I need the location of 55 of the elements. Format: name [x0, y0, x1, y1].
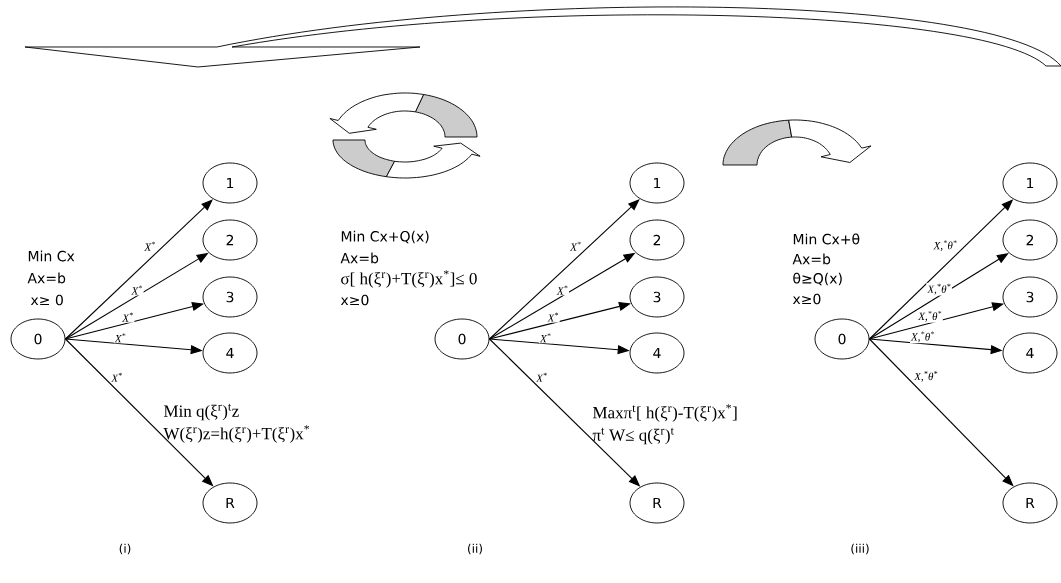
edge-label: X,$^{*}$θ$^{*}$ — [917, 310, 943, 323]
ellipse-node: R — [629, 482, 685, 524]
formula-text: x≥ 0 — [30, 294, 63, 306]
ellipse-node: 2 — [1002, 219, 1058, 261]
edge-label: X,$^{*}$θ$^{*}$ — [926, 282, 952, 296]
panel-label: (ii) — [468, 543, 482, 555]
formula-text: x≥0 — [792, 293, 821, 305]
ellipse-node: 3 — [202, 276, 258, 318]
ellipse-node: 1 — [1002, 162, 1058, 204]
edge-label: X$^{*}$ — [569, 240, 583, 252]
ellipse-node: 4 — [202, 332, 258, 374]
formula-text: Ax=b — [340, 252, 379, 264]
ellipse-node: 3 — [1002, 276, 1058, 318]
ellipse-node: R — [202, 482, 258, 524]
ellipse-node: 1 — [202, 162, 258, 204]
edge-label: X$^{*}$ — [535, 371, 549, 383]
edge-label: X$^{*}$ — [555, 284, 569, 296]
ellipse-node: 0 — [814, 318, 870, 360]
edge-label: X$^{*}$ — [110, 371, 124, 383]
edge-label: X,$^{*}$θ$^{*}$ — [932, 239, 959, 252]
edge-label: X,$^{*}$θ$^{*}$ — [910, 330, 936, 344]
ellipse-node: 1 — [629, 162, 685, 204]
formula-text: Ax=b — [792, 253, 831, 265]
formula-text: Maxπ$^{t}$[ h(ξ$^{r}$)-T(ξ$^{r}$)x$^{*}$] — [592, 404, 737, 422]
arrow — [64, 302, 204, 340]
arrow — [488, 199, 640, 340]
ellipse-node: 0 — [434, 318, 490, 360]
ellipse-node: 2 — [629, 219, 685, 261]
formula-text: Min q(ξ$^{r}$)$^{t}$z — [163, 403, 239, 421]
formula-text: x≥0 — [340, 294, 369, 306]
edge-label: X$^{*}$ — [121, 311, 135, 323]
edge-label: X,$^{*}$θ$^{*}$ — [913, 370, 939, 383]
panel-label: (iii) — [851, 543, 869, 555]
edge-label: X$^{*}$ — [113, 332, 127, 344]
ellipse-node: 3 — [629, 276, 685, 318]
edge-label: X$^{*}$ — [143, 240, 157, 252]
panel-label: (i) — [119, 543, 131, 555]
edge-label: X$^{*}$ — [546, 311, 560, 323]
formula-text: σ[ h(ξ$^{r}$)+T(ξ$^{r}$)x$^{*}$]≤ 0 — [341, 270, 477, 288]
formula-text: π$^{t}$ W≤ q(ξ$^{r}$)$^{t}$ — [592, 427, 674, 445]
ellipse-node: 2 — [202, 219, 258, 261]
ellipse-node: 4 — [629, 332, 685, 374]
formula-text: Min Cx+θ — [793, 233, 860, 245]
formula-text: Ax=b — [27, 272, 66, 284]
formula-text: Min Cx+Q(x) — [341, 230, 429, 244]
edge-label: X$^{*}$ — [130, 284, 144, 296]
arrow — [868, 253, 1009, 340]
ellipse-node: R — [1002, 482, 1058, 524]
formula-text: θ≥Q(x) — [793, 272, 842, 286]
ellipse-node: 4 — [1002, 332, 1058, 374]
formula-text: W(ξ$^{r}$)z=h(ξ$^{r}$)+T(ξ$^{r}$)x$^{*}$ — [163, 425, 310, 443]
ellipse-node: 0 — [10, 318, 66, 360]
arrow — [64, 199, 213, 340]
edge-label: X$^{*}$ — [539, 332, 553, 344]
formula-text: Min Cx — [28, 250, 75, 262]
